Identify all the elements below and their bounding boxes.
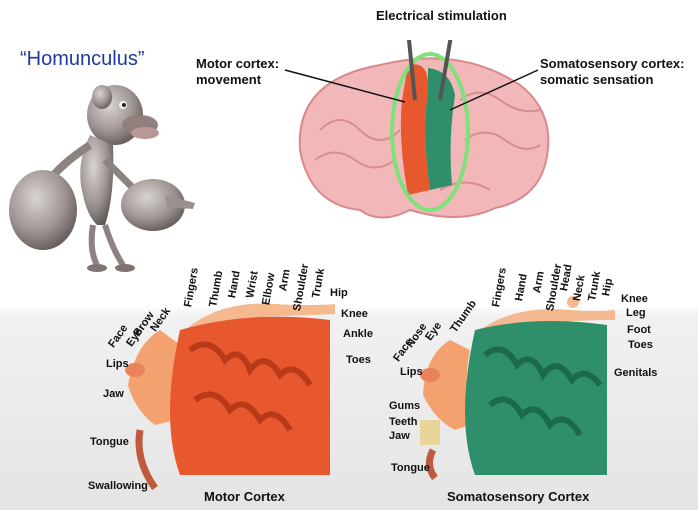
somatosensory-cortex-title: Somatosensory Cortex xyxy=(447,489,590,504)
motor-cortex-title: Motor Cortex xyxy=(204,489,285,504)
motor-cortex-label-1: Motor cortex: xyxy=(196,56,280,71)
somato-part-gums: Gums xyxy=(389,400,421,412)
motor-part-hip: Hip xyxy=(330,287,348,299)
motor-cortex-label-2: movement xyxy=(196,72,262,87)
motor-part-tongue: Tongue xyxy=(90,436,129,448)
electrical-stimulation-label: Electrical stimulation xyxy=(376,8,507,23)
somato-part-foot: Foot xyxy=(627,324,651,336)
somato-part-toes: Toes xyxy=(628,339,653,351)
somatosensory-diagram xyxy=(420,296,615,481)
somatosensory-label-1: Somatosensory cortex: xyxy=(540,56,685,71)
homunculus-title: “Homunculus” xyxy=(20,48,145,70)
somatosensory-strip xyxy=(425,68,455,190)
somato-part-lips: Lips xyxy=(400,366,423,378)
somatosensory-label-2: somatic sensation xyxy=(540,72,654,87)
motor-part-ankle: Ankle xyxy=(343,328,373,340)
somato-part-genitals: Genitals xyxy=(614,367,658,379)
somato-part-leg: Leg xyxy=(626,307,646,319)
homunculus-figure xyxy=(9,85,195,272)
motor-cortex-diagram xyxy=(125,303,335,490)
motor-part-knee: Knee xyxy=(341,308,368,320)
somato-part-teeth: Teeth xyxy=(389,416,418,428)
highlight-ring xyxy=(390,52,470,212)
motor-part-lips: Lips xyxy=(106,358,129,370)
somato-part-jaw: Jaw xyxy=(389,430,410,442)
motor-part-swallowing: Swallowing xyxy=(88,480,148,492)
motor-part-jaw: Jaw xyxy=(103,388,124,400)
somato-part-tongue: Tongue xyxy=(391,462,430,474)
motor-strip xyxy=(400,64,430,196)
motor-part-toes: Toes xyxy=(346,354,371,366)
somato-part-knee: Knee xyxy=(621,293,648,305)
brain-illustration xyxy=(298,40,550,219)
